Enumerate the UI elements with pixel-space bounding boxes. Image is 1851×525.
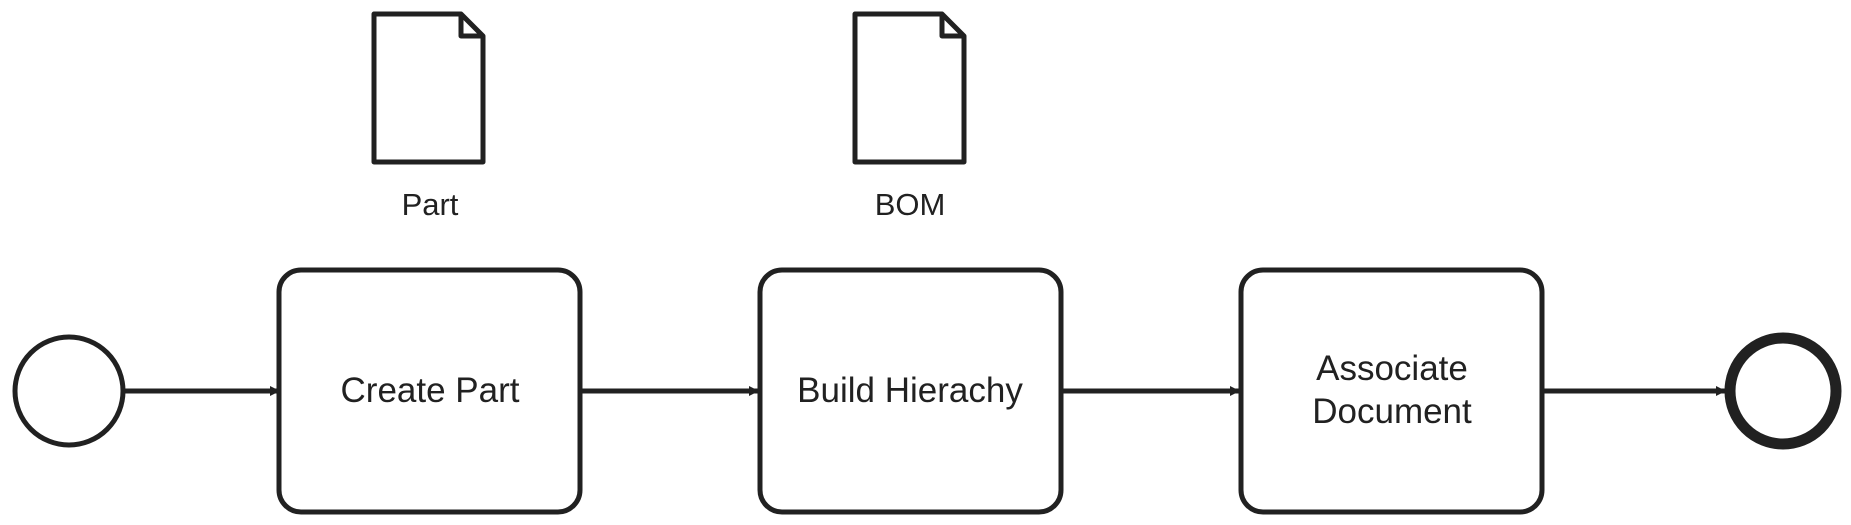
task-associate-document[interactable]: Associate Document: [1238, 267, 1545, 515]
end-event[interactable]: [1724, 332, 1842, 450]
data-object-label: Part: [402, 187, 459, 222]
data-object-label: BOM: [875, 187, 946, 222]
task-box: [1238, 267, 1545, 515]
task-create-part[interactable]: Create Part: [276, 267, 583, 515]
task-label: Build Hierachy: [797, 371, 1023, 410]
task-label: Create Part: [341, 371, 520, 410]
task-label-line-2: Document: [1312, 392, 1472, 431]
document-icon: [371, 11, 486, 165]
document-icon: [852, 11, 967, 165]
data-object-bom[interactable]: BOM: [852, 11, 967, 222]
task-build-hierarchy[interactable]: Build Hierachy: [757, 267, 1064, 515]
document-fold-icon: [939, 14, 964, 39]
data-object-part[interactable]: Part: [371, 11, 486, 222]
start-event[interactable]: [12, 334, 126, 448]
task-label-line-1: Associate: [1316, 349, 1468, 388]
document-fold-icon: [458, 14, 483, 39]
task-box: [757, 267, 1064, 515]
task-box: [276, 267, 583, 515]
